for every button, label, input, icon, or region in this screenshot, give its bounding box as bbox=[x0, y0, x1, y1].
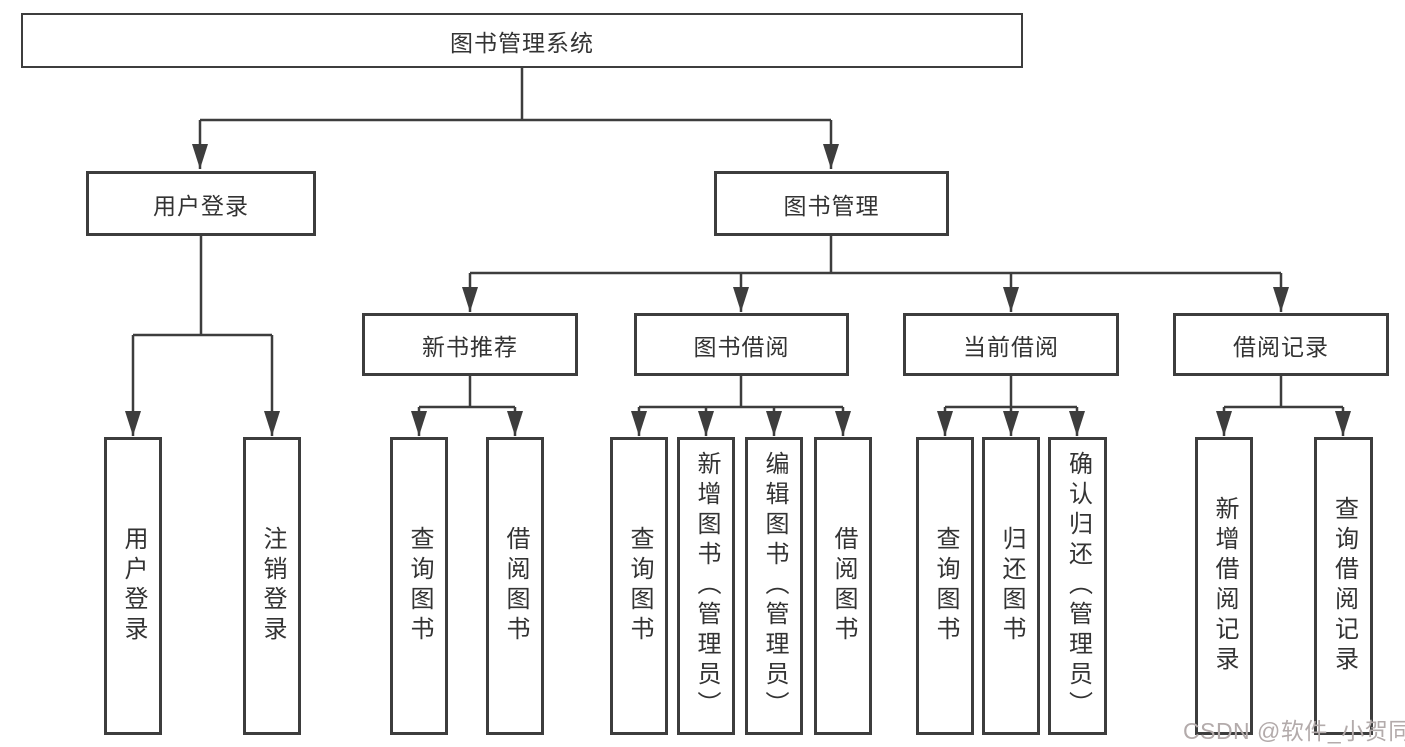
leaf-user-login: 用户登录 bbox=[104, 437, 162, 735]
node-root-library-system: 图书管理系统 bbox=[21, 13, 1023, 68]
leaf-query-book-3: 查询图书 bbox=[916, 437, 974, 735]
leaf-add-borrow-record: 新增借阅记录 bbox=[1195, 437, 1253, 735]
leaf-borrow-book-1: 借阅图书 bbox=[486, 437, 544, 735]
leaf-logout: 注销登录 bbox=[243, 437, 301, 735]
node-book-management: 图书管理 bbox=[714, 171, 949, 236]
connector-borrow-record bbox=[1224, 376, 1343, 409]
node-book-borrow: 图书借阅 bbox=[634, 313, 849, 376]
node-current-borrow: 当前借阅 bbox=[903, 313, 1119, 376]
leaf-query-book-1: 查询图书 bbox=[390, 437, 448, 735]
leaf-edit-book-admin: 编辑图书（管理员） bbox=[745, 437, 803, 735]
node-user-login: 用户登录 bbox=[86, 171, 316, 236]
connector-current-borrow bbox=[945, 376, 1077, 409]
connector-book-borrow bbox=[639, 376, 843, 409]
connector-new-book bbox=[419, 376, 515, 409]
csdn-watermark: CSDN @软件_小贺同学 bbox=[1183, 718, 1405, 744]
leaf-query-borrow-record: 查询借阅记录 bbox=[1314, 437, 1373, 735]
leaf-query-book-2: 查询图书 bbox=[610, 437, 668, 735]
connector-root bbox=[200, 66, 831, 122]
leaf-borrow-book-2: 借阅图书 bbox=[814, 437, 872, 735]
node-new-book-recommend: 新书推荐 bbox=[362, 313, 578, 376]
leaf-confirm-return-admin: 确认归还（管理员） bbox=[1048, 437, 1107, 735]
connector-user-login bbox=[133, 236, 272, 337]
node-borrow-record: 借阅记录 bbox=[1173, 313, 1389, 376]
connector-book-management bbox=[470, 236, 1281, 275]
leaf-return-book: 归还图书 bbox=[982, 437, 1040, 735]
leaf-add-book-admin: 新增图书（管理员） bbox=[677, 437, 735, 735]
